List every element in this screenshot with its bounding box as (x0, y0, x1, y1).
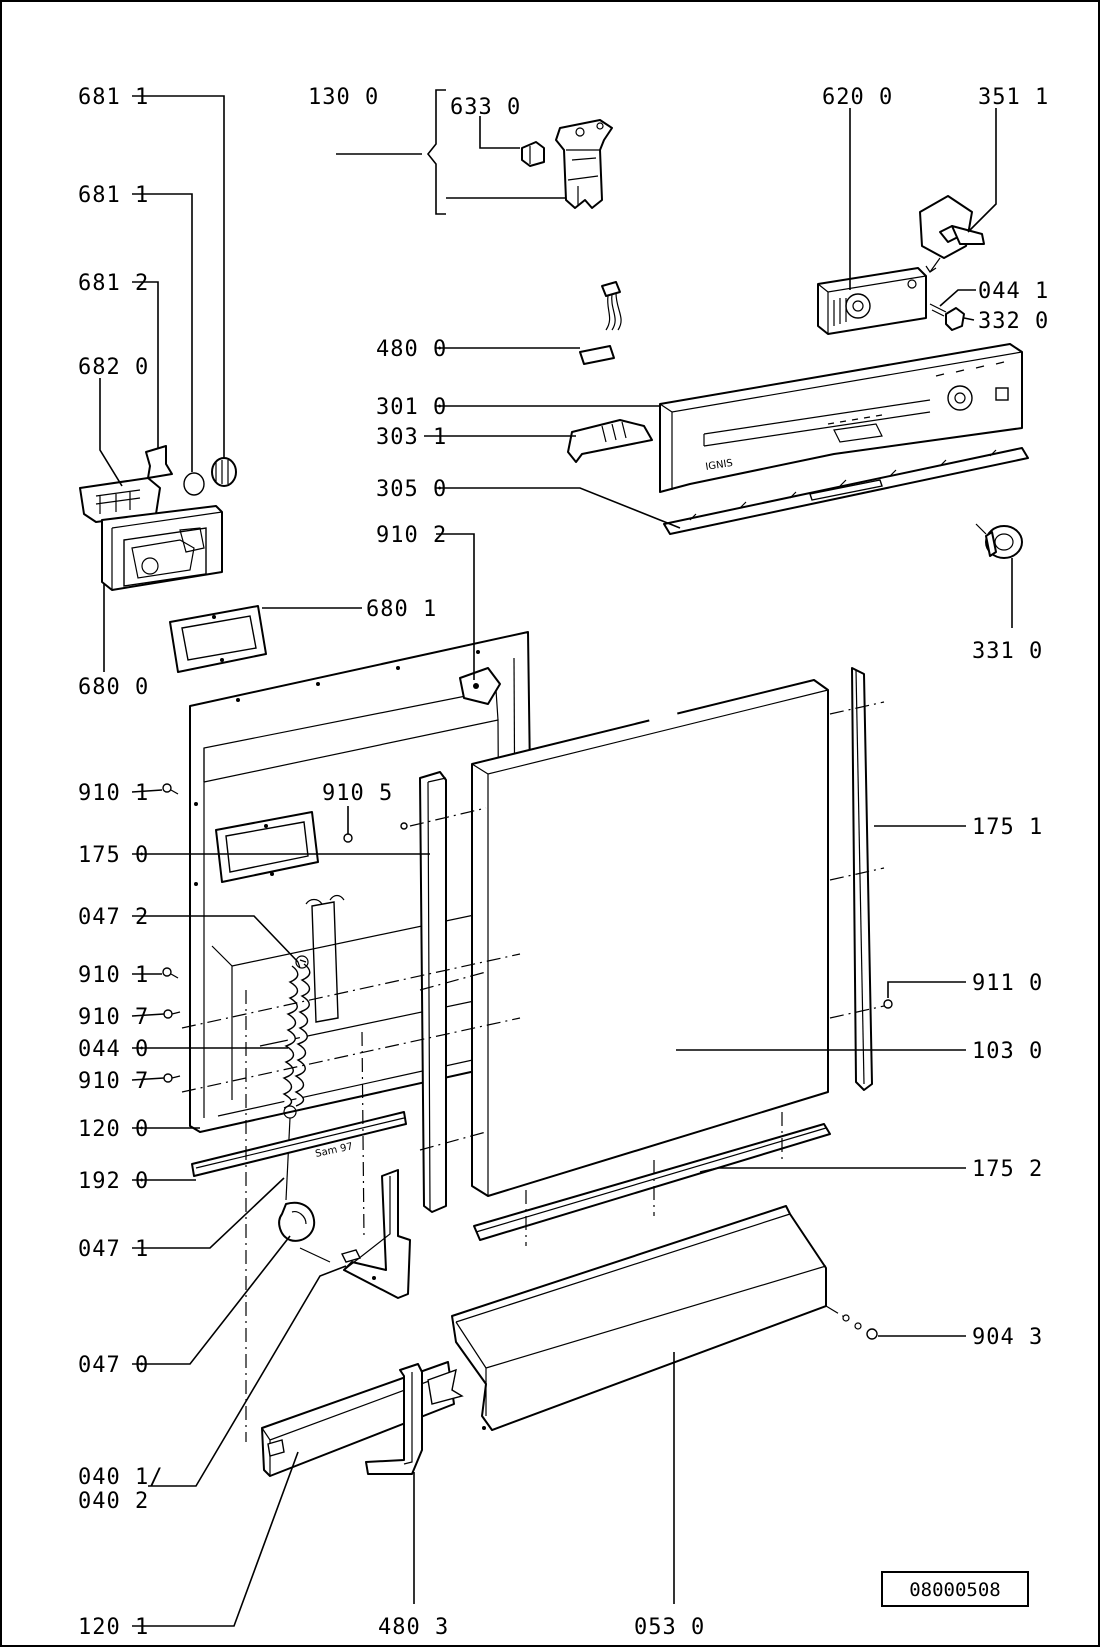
document-number-box: 08000508 (881, 1571, 1029, 1607)
door-spring-part (282, 955, 311, 1201)
detergent-dispenser-part (79, 477, 223, 591)
label-910-5: 910 5 (322, 781, 393, 806)
leader-lines (99, 89, 1013, 1627)
screw-910-1-upper (162, 783, 179, 795)
label-681-2: 681 2 (78, 271, 149, 296)
label-331-0: 331 0 (972, 639, 1043, 664)
label-130-0: 130 0 (308, 85, 379, 110)
small-knob-part (929, 303, 965, 331)
label-305-0: 305 0 (376, 477, 447, 502)
label-192-0: 192 0 (78, 1169, 149, 1194)
label-044-1: 044 1 (978, 279, 1049, 304)
label-910-7-lower: 910 7 (78, 1069, 149, 1094)
screw-910-7-lower (163, 1073, 181, 1083)
label-047-1: 047 1 (78, 1237, 149, 1262)
label-175-0: 175 0 (78, 843, 149, 868)
bottom-trim-strip-part (473, 1123, 831, 1241)
screw-washer-part (842, 1314, 878, 1340)
panel-brand-text: IGNIS (705, 458, 734, 473)
label-620-0: 620 0 (822, 85, 893, 110)
left-side-strip-part (419, 771, 447, 1213)
label-040-2: 040 2 (78, 1489, 149, 1514)
document-number: 08000508 (909, 1579, 1001, 1601)
control-panel-fascia-part (659, 343, 1023, 493)
door-dispenser-recess (215, 811, 319, 883)
programmer-module-part (817, 267, 927, 335)
label-120-1: 120 1 (78, 1615, 149, 1640)
right-side-strip-part (851, 667, 873, 1091)
label-682-0: 682 0 (78, 355, 149, 380)
clip-bracket-part (427, 1368, 464, 1405)
hinge-clip-part (521, 141, 545, 167)
screw-910-1-lower (162, 967, 179, 979)
part-number-labels: 681 1 681 1 681 2 682 0 680 0 680 1 130 … (78, 85, 1049, 1640)
label-301-0: 301 0 (376, 395, 447, 420)
inner-door-panel-part (189, 631, 535, 1133)
label-040-1: 040 1/ (78, 1465, 163, 1490)
spring-hook-part (278, 1201, 331, 1263)
screw-door-upper (400, 822, 408, 830)
rinse-aid-cap-part (211, 457, 237, 487)
dispenser-lid-clip-part (145, 445, 173, 479)
door-handle-part (567, 419, 653, 463)
label-120-0: 120 0 (78, 1117, 149, 1142)
screw-911-0 (883, 999, 893, 1009)
hinge-bracket-part (555, 119, 613, 209)
seal-ring-part (183, 472, 205, 496)
label-175-1: 175 1 (972, 815, 1043, 840)
kick-plate-part (451, 1205, 827, 1431)
dispenser-gasket-part (169, 605, 267, 673)
label-911-0: 911 0 (972, 971, 1043, 996)
lower-panel-part (261, 1361, 455, 1477)
label-351-1: 351 1 (978, 85, 1049, 110)
rotary-knob-part (975, 523, 1023, 559)
assembly-centerlines (181, 701, 885, 1442)
screw-910-7-upper (163, 1009, 181, 1019)
label-681-1-second: 681 1 (78, 183, 149, 208)
outer-door-panel-part (471, 679, 829, 1197)
support-bracket-part (365, 1363, 423, 1475)
label-910-1-upper: 910 1 (78, 781, 149, 806)
label-680-1: 680 1 (366, 597, 437, 622)
label-681-1-top: 681 1 (78, 85, 149, 110)
lower-trim-strip-part (663, 447, 1029, 535)
label-910-1-lower: 910 1 (78, 963, 149, 988)
label-175-2: 175 2 (972, 1157, 1043, 1182)
label-480-3: 480 3 (378, 1615, 449, 1640)
label-680-0: 680 0 (78, 675, 149, 700)
upper-hinge-plate-part (459, 667, 501, 705)
wiring-harness-part (579, 281, 622, 365)
label-044-0: 044 0 (78, 1037, 149, 1062)
label-303-1: 303 1 (376, 425, 447, 450)
label-480-0: 480 0 (376, 337, 447, 362)
screw-910-5 (343, 833, 353, 843)
label-633-0: 633 0 (450, 95, 521, 120)
label-103-0: 103 0 (972, 1039, 1043, 1064)
label-910-2: 910 2 (376, 523, 447, 548)
label-332-0: 332 0 (978, 309, 1049, 334)
label-047-0: 047 0 (78, 1353, 149, 1378)
label-910-7-upper: 910 7 (78, 1005, 149, 1030)
shaft-bracket-part (919, 195, 985, 273)
lower-hinge-bracket-part (340, 1169, 411, 1299)
label-904-3: 904 3 (972, 1325, 1043, 1350)
label-053-0: 053 0 (634, 1615, 705, 1640)
label-047-2: 047 2 (78, 905, 149, 930)
